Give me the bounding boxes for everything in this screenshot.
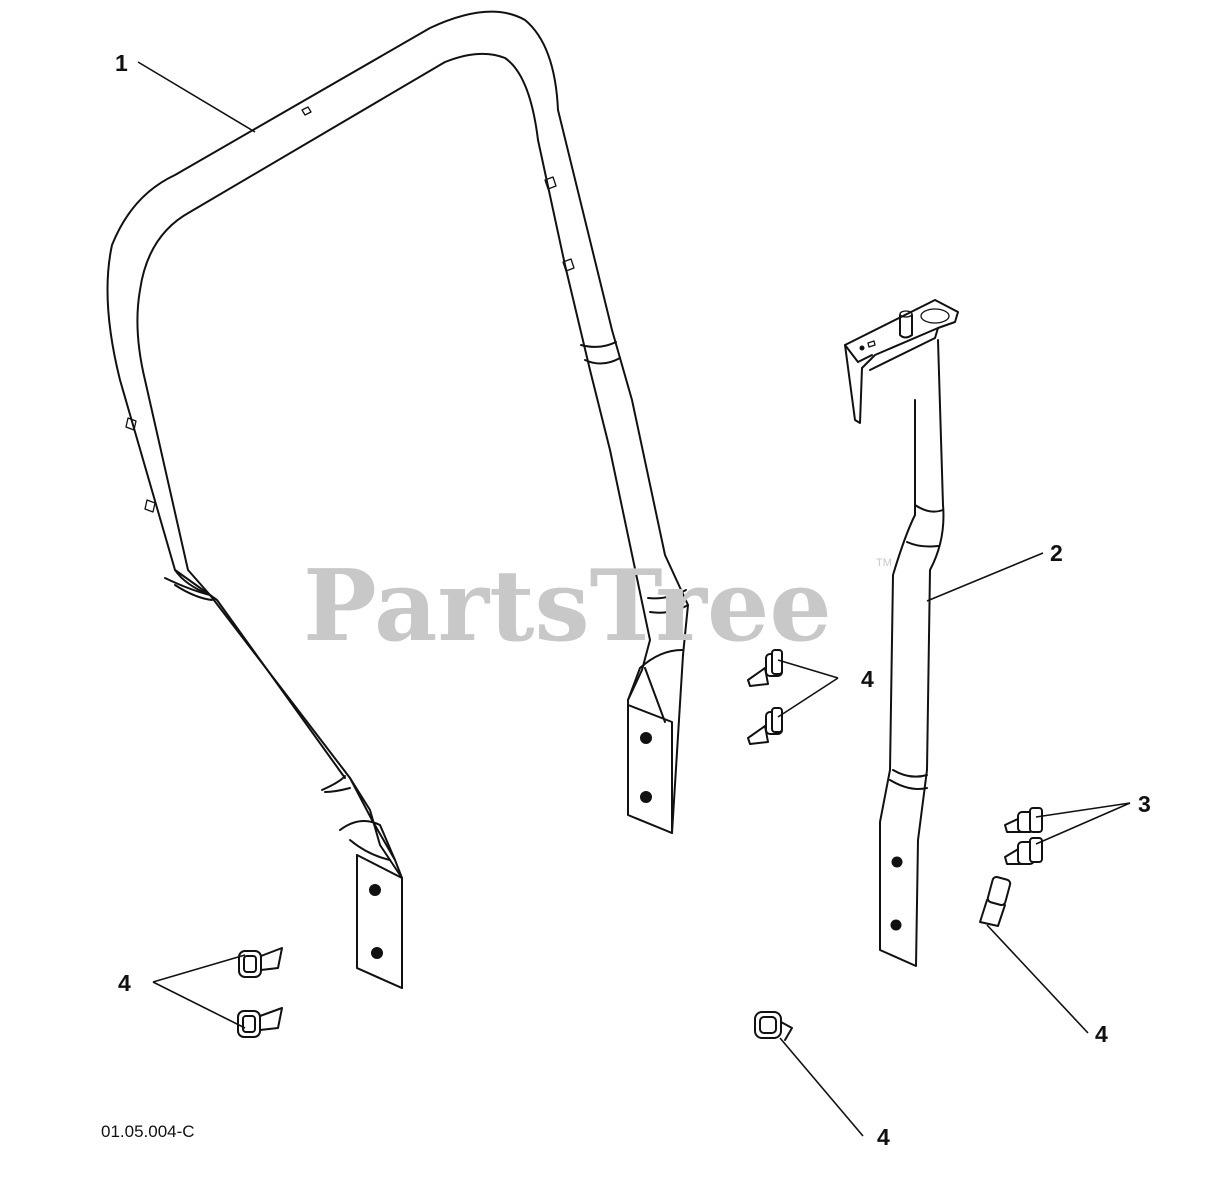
trademark-symbol: TM bbox=[876, 557, 892, 569]
callout-4-front: 4 bbox=[877, 1124, 890, 1150]
shoulder-bolt-pair[interactable] bbox=[1004, 807, 1043, 865]
bolt-group-lower-left[interactable] bbox=[237, 947, 283, 1038]
watermark: PartsTree bbox=[303, 549, 832, 664]
callout-4-upper: 4 bbox=[861, 666, 874, 692]
bolt bbox=[747, 707, 783, 745]
support-bar-part[interactable] bbox=[844, 299, 959, 967]
callout-4-lower-left: 4 bbox=[118, 970, 131, 996]
handle-frame-part[interactable] bbox=[106, 10, 689, 989]
callout-4-right: 4 bbox=[1095, 1021, 1108, 1047]
callout-3: 3 bbox=[1138, 791, 1151, 817]
bolt-front[interactable] bbox=[754, 1011, 793, 1041]
leader-lines bbox=[137, 61, 1131, 1137]
shoulder-bolt bbox=[1004, 837, 1043, 865]
bolt-group-upper[interactable] bbox=[747, 649, 783, 745]
bolt bbox=[237, 1007, 283, 1038]
bolt-right[interactable] bbox=[979, 876, 1012, 927]
callout-1: 1 bbox=[115, 50, 128, 76]
bolt bbox=[238, 947, 283, 978]
callout-2: 2 bbox=[1050, 540, 1063, 566]
drawing-number: 01.05.004-C bbox=[101, 1122, 195, 1141]
shoulder-bolt bbox=[1004, 807, 1043, 833]
